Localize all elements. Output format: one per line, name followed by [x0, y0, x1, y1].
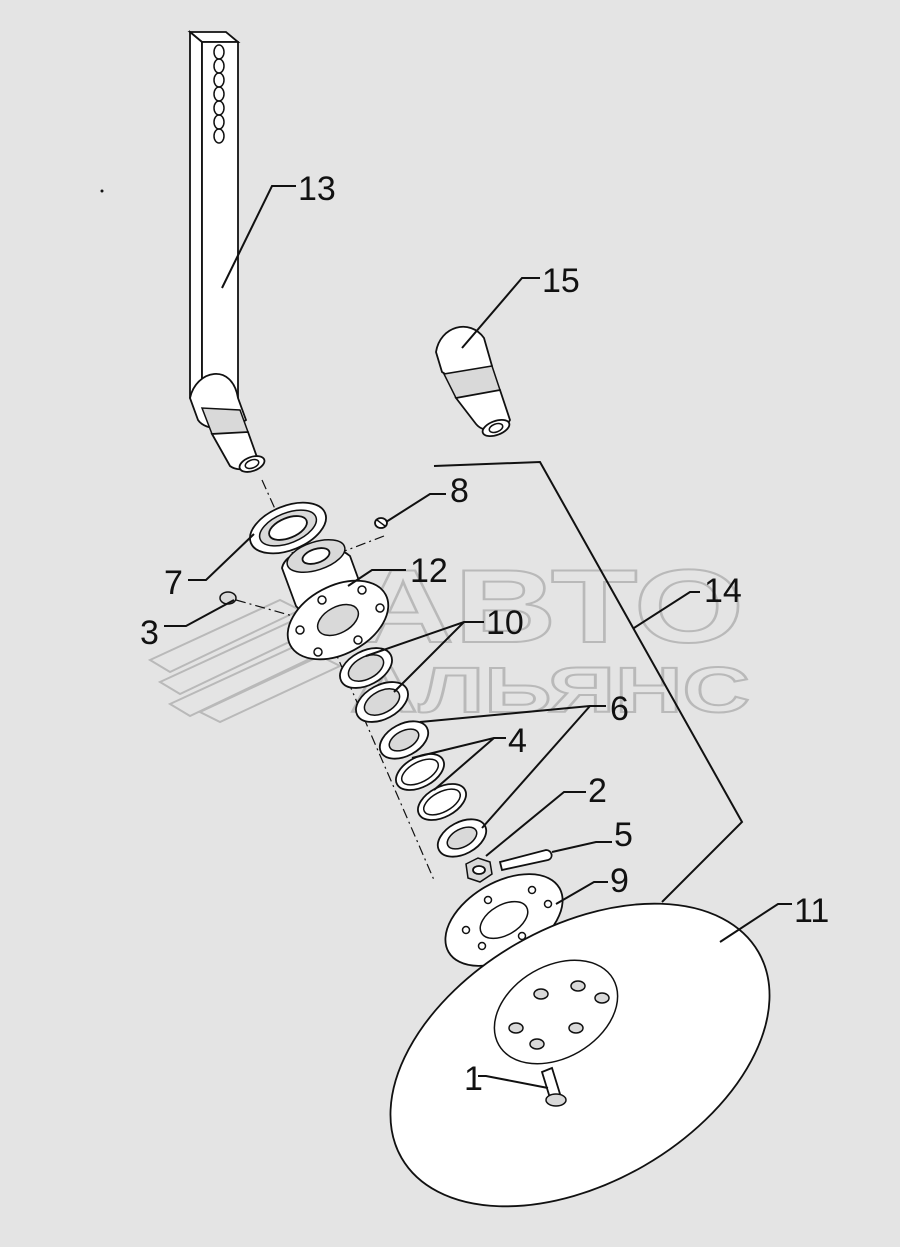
hub-bolt-holes: [295, 585, 385, 657]
callout-11: 11: [794, 892, 829, 930]
part-13-mounting-bar: [187, 30, 266, 473]
leader-lines: [164, 185, 792, 1089]
watermark-logo: АВТО АЛЬЯНС: [147, 548, 751, 727]
stray-dot: [100, 189, 104, 193]
callout-1: 1: [464, 1060, 483, 1098]
callout-7: 7: [164, 564, 183, 602]
part-11-disc: [389, 902, 771, 1208]
watermark-line1: АВТО: [352, 549, 744, 665]
part-7-seal-cap: [249, 501, 327, 555]
bar-adjustment-holes: [213, 44, 225, 144]
callout-9: 9: [610, 862, 629, 900]
callout-13: 13: [298, 170, 336, 208]
callout-15: 15: [542, 262, 580, 300]
callout-2: 2: [588, 772, 607, 810]
callout-14: 14: [704, 572, 742, 610]
part-15-stub-axle: [435, 325, 511, 438]
callout-3: 3: [140, 614, 159, 652]
part-1-bolt: [540, 1066, 567, 1107]
part-2-castle-nut: [465, 857, 493, 883]
callout-10: 10: [486, 604, 524, 642]
part-8-grease-nipple: [374, 517, 388, 529]
callout-8: 8: [450, 472, 469, 510]
watermark-line2: АЛЬЯНС: [350, 654, 750, 726]
callout-5: 5: [614, 816, 633, 854]
flange-bolt-holes: [461, 885, 553, 951]
part-6-bearings: [378, 720, 488, 858]
part-12-hub-housing: [281, 539, 390, 661]
callout-12: 12: [410, 552, 448, 590]
callout-6: 6: [610, 690, 629, 728]
part-10-seals: [339, 647, 409, 723]
disc-bolt-holes: [508, 980, 610, 1050]
callout-4: 4: [508, 722, 527, 760]
callout-labels: 13 15 8 7 12 3 10 14 6 4 2 5 9 11 1: [140, 170, 829, 1098]
part-5-cotter-pin: [498, 849, 553, 872]
part-14-group-bracket: [433, 460, 744, 903]
part-4-retaining-rings: [395, 753, 467, 821]
